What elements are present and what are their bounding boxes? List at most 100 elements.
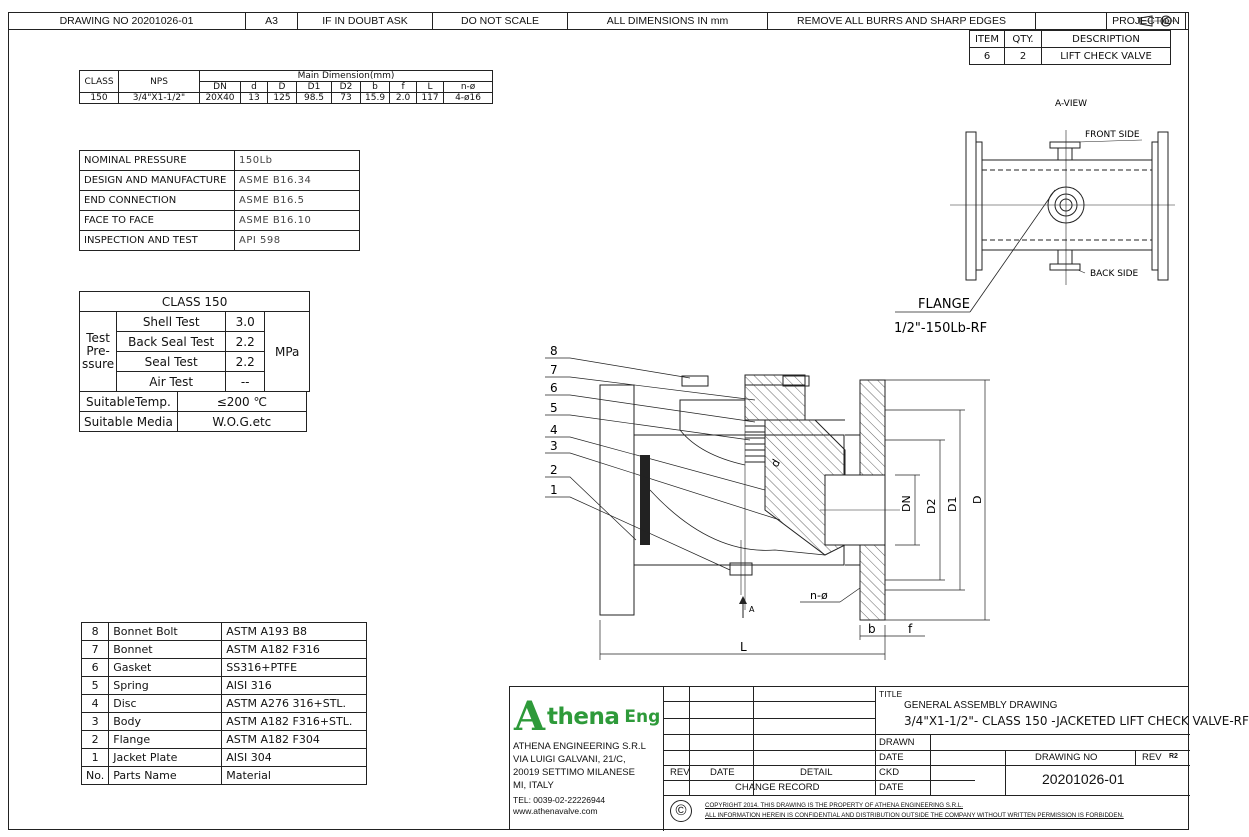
- title-block: A thena Eng ATHENA ENGINEERING S.R.L VIA…: [509, 686, 1249, 831]
- date-col-header: DATE: [710, 767, 735, 778]
- spec-value: ASME B16.10: [234, 210, 360, 231]
- test-name: Back Seal Test: [116, 331, 227, 352]
- dim-header: L: [416, 81, 445, 93]
- spec-value: API 598: [234, 230, 360, 251]
- logo-text: thena: [547, 704, 620, 730]
- dim-f: f: [908, 622, 913, 636]
- detail-col-header: DETAIL: [800, 767, 833, 778]
- title-line-2: 3/4"X1-1/2"- CLASS 150 -JACKETED LIFT CH…: [904, 714, 1249, 728]
- qty-header: QTY.: [1004, 30, 1042, 48]
- dim-value: 117: [416, 92, 445, 104]
- callout-5: 5: [550, 401, 558, 415]
- dim-dn: DN: [900, 495, 913, 512]
- media-value: W.O.G.etc: [176, 411, 307, 432]
- part-material: AISI 304: [221, 748, 368, 767]
- class-header: CLASS: [79, 70, 119, 93]
- title-label: TITLE: [879, 689, 903, 699]
- callout-3: 3: [550, 439, 558, 453]
- part-material: ASTM A182 F316: [221, 640, 368, 659]
- test-pressure-label: Test Pre- ssure: [78, 311, 118, 392]
- dim-value: 4-ø16: [443, 92, 494, 104]
- part-no: 3: [80, 712, 110, 731]
- pressure-title: CLASS 150: [78, 291, 311, 312]
- part-no: 6: [80, 658, 110, 677]
- logo-eng: Eng: [624, 707, 661, 727]
- part-name: Spring: [108, 676, 223, 695]
- rev-value: R2: [1169, 753, 1178, 760]
- part-name: Bonnet Bolt: [108, 622, 223, 641]
- dim-header: D1: [296, 81, 332, 93]
- dim-value: 98.5: [296, 92, 332, 104]
- drawing-number: 20201026-01: [1042, 771, 1125, 787]
- pressure-unit: MPa: [264, 311, 311, 392]
- spacer: [1186, 12, 1189, 30]
- top-info-bar: DRAWING NO 20201026-01 A3 IF IN DOUBT AS…: [8, 12, 1189, 30]
- company-name: ATHENA ENGINEERING S.R.L: [513, 741, 646, 752]
- callout-4: 4: [550, 423, 558, 437]
- dim-header: D2: [331, 81, 361, 93]
- paper-size: A3: [246, 12, 298, 30]
- front-side-label: FRONT SIDE: [1085, 130, 1140, 140]
- test-name: Air Test: [116, 371, 227, 392]
- dim-b: b: [868, 622, 876, 636]
- part-no: 8: [80, 622, 110, 641]
- valve-section-drawing: A 8 7 6 5 4 3 2 1 DN D2 D1 D d: [545, 344, 990, 660]
- scale-note: DO NOT SCALE: [433, 12, 568, 30]
- drawn-label: DRAWN: [879, 737, 915, 748]
- dim-l: L: [740, 640, 747, 654]
- part-name: Disc: [108, 694, 223, 713]
- blank-cell: [1036, 12, 1106, 30]
- change-record-label: CHANGE RECORD: [735, 782, 820, 793]
- dimension-table: CLASS NPS Main Dimension(mm) DN d D D1 D…: [79, 70, 494, 104]
- dim-header: f: [389, 81, 418, 93]
- test-value: 3.0: [225, 311, 266, 332]
- nps-value: 3/4"X1-1/2": [118, 92, 200, 104]
- projection-symbol-icon: [1138, 15, 1176, 27]
- dim-header: b: [359, 81, 391, 93]
- temp-label: SuitableTemp.: [79, 391, 178, 412]
- dim-value: 13: [240, 92, 268, 104]
- callout-7: 7: [550, 363, 558, 377]
- dim-n: n-ø: [810, 589, 828, 602]
- qty-value: 2: [1004, 47, 1042, 65]
- part-name: Flange: [108, 730, 223, 749]
- dim-d1: D1: [946, 497, 959, 512]
- dim-value: 125: [267, 92, 297, 104]
- item-value: 6: [969, 47, 1005, 65]
- title-line-1: GENERAL ASSEMBLY DRAWING: [904, 700, 1058, 711]
- athena-logo: A thena Eng: [514, 695, 664, 739]
- part-material: SS316+PTFE: [221, 658, 368, 677]
- part-name: Body: [108, 712, 223, 731]
- part-material: ASTM A182 F304: [221, 730, 368, 749]
- part-name: Gasket: [108, 658, 223, 677]
- pressure-table: CLASS 150 Test Pre- ssure Shell Test 3.0…: [78, 291, 311, 392]
- back-side-label: BACK SIDE: [1090, 269, 1139, 279]
- test-name: Shell Test: [116, 311, 227, 332]
- part-no: 7: [80, 640, 110, 659]
- part-name: Jacket Plate: [108, 748, 223, 767]
- logo-letter: A: [514, 693, 546, 740]
- rev-col-header: REV: [670, 767, 690, 778]
- test-value: 2.2: [225, 331, 266, 352]
- dim-header: d: [240, 81, 268, 93]
- copyright-line-1: COPYRIGHT 2014. THIS DRAWING IS THE PROP…: [705, 802, 963, 809]
- date-label-2: DATE: [879, 782, 904, 793]
- spec-key: END CONNECTION: [79, 190, 235, 211]
- main-dimension-header: Main Dimension(mm): [198, 70, 494, 82]
- date-label: DATE: [879, 752, 904, 763]
- test-value: --: [225, 371, 266, 392]
- drawing-no-header: DRAWING NO 20201026-01: [8, 12, 246, 30]
